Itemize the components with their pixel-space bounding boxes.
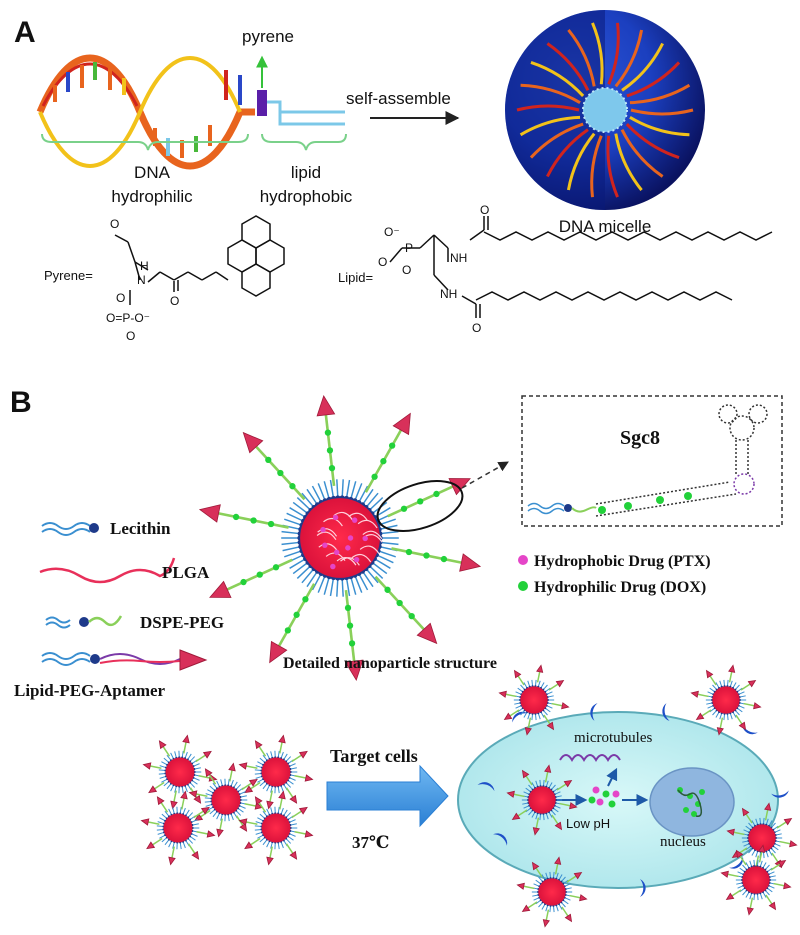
lipid-o-minus: O⁻ <box>384 225 400 239</box>
zoom-arrow <box>461 461 509 489</box>
pyrene-structure <box>114 215 285 305</box>
lipid-o-link: O <box>378 255 387 269</box>
dox-dot <box>518 581 528 591</box>
legend-plga-strand <box>39 557 176 584</box>
lipid-p: P <box>405 241 413 255</box>
ptx-label: Hydrophobic Drug (PTX) <box>534 553 711 570</box>
pyrene-o-top: O <box>110 217 119 231</box>
pyrene-o-carbonyl: O <box>170 294 179 308</box>
pyrene-phosphate: O=P-O⁻ <box>106 311 150 325</box>
pyrene-n: N <box>137 273 146 287</box>
target-cells-label: Target cells <box>330 746 418 766</box>
low-ph-label: Low pH <box>566 816 610 831</box>
target-arrow <box>326 764 449 828</box>
panel-a-label: A <box>14 16 36 49</box>
dna-label: DNA <box>134 163 171 182</box>
ptx-dot <box>518 555 528 565</box>
legend-lipid-peg-aptamer <box>41 649 208 671</box>
dna-micelle <box>505 10 705 210</box>
dna-brace <box>41 133 249 151</box>
target-cell <box>457 711 779 889</box>
sgc8-label: Sgc8 <box>620 427 660 449</box>
microtubules-label: microtubules <box>574 730 652 746</box>
sgc8-inset-box <box>521 395 783 527</box>
pyrene-label: pyrene <box>242 27 294 46</box>
lipid-nh-top: NH <box>450 251 467 265</box>
pyrene-o-mid: O <box>116 291 125 305</box>
nucleus-label: nucleus <box>660 834 706 850</box>
pyrene-o-bottom: O <box>126 329 135 343</box>
lipid-label: lipid <box>291 163 321 182</box>
lipid-formula-label: Lipid= <box>338 270 373 285</box>
pyrene-block <box>257 90 267 116</box>
lipid-tails <box>267 100 345 126</box>
dox-label: Hydrophilic Drug (DOX) <box>534 579 706 596</box>
self-assemble-label: self-assemble <box>346 89 451 108</box>
legend-dspe-peg-label: DSPE-PEG <box>140 613 224 632</box>
panel-b-label: B <box>10 386 32 419</box>
lipid-o-top: O <box>480 203 489 217</box>
hydrophilic-label: hydrophilic <box>111 187 193 206</box>
highlight-ellipse <box>376 480 464 532</box>
legend-dspe-peg <box>45 615 123 629</box>
cell-receptors <box>477 703 789 897</box>
sgc8-aptamer <box>527 404 768 517</box>
detailed-nanoparticle <box>198 394 482 682</box>
temperature-label: 37℃ <box>352 833 389 852</box>
bound-nanoparticles <box>498 664 798 928</box>
lipid-structure <box>389 216 773 318</box>
pyrene-formula-label: Pyrene= <box>44 268 93 283</box>
lipid-brace <box>261 133 347 151</box>
lipid-o-double: O <box>402 263 411 277</box>
legend-plga-label: PLGA <box>162 563 210 582</box>
pyrene-h: H <box>140 259 149 273</box>
lipid-o-bottom: O <box>472 321 481 335</box>
legend-lecithin <box>41 522 99 536</box>
lipid-nh-bottom: NH <box>440 287 457 301</box>
hydrophobic-label: hydrophobic <box>260 187 353 206</box>
legend-lipid-peg-aptamer-label: Lipid-PEG-Aptamer <box>14 681 166 700</box>
nanoparticle-caption: Detailed nanoparticle structure <box>283 655 497 672</box>
micelle-label: DNA micelle <box>559 217 652 236</box>
legend-lecithin-label: Lecithin <box>110 519 171 538</box>
free-nanoparticles <box>140 734 314 866</box>
